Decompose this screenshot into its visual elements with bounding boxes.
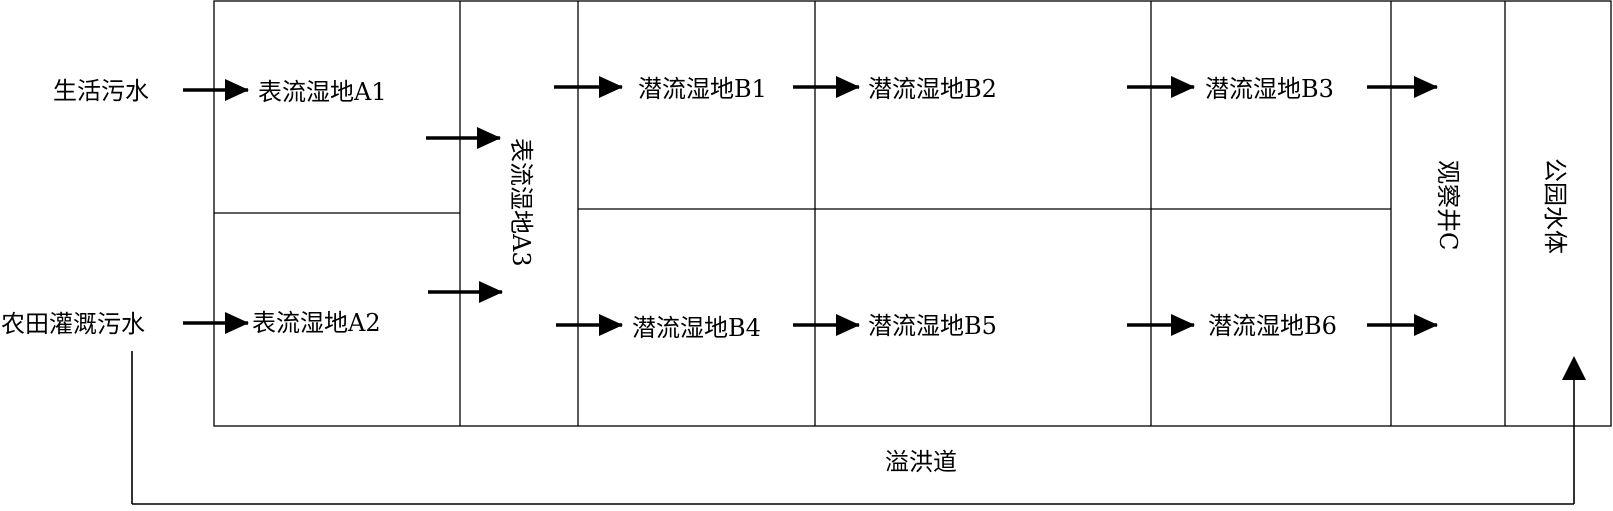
node-b5-label: 潜流湿地B5	[868, 312, 997, 340]
wetland-frame	[213, 0, 1612, 427]
node-b1-label: 潜流湿地B1	[638, 75, 767, 103]
input-domestic-label: 生活污水	[53, 77, 149, 105]
spillway-route	[131, 351, 1586, 504]
node-b6-label: 潜流湿地B6	[1208, 312, 1337, 340]
spillway-label: 溢洪道	[885, 448, 957, 476]
node-b2-label: 潜流湿地B2	[868, 75, 997, 103]
node-a2-label: 表流湿地A2	[252, 309, 381, 337]
flow-arrows	[183, 76, 1438, 336]
node-a3-label: 表流湿地A3	[507, 138, 535, 267]
node-b3-label: 潜流湿地B3	[1205, 75, 1334, 103]
node-park-label: 公园水体	[1541, 158, 1569, 254]
input-farmland-label: 农田灌溉污水	[1, 310, 145, 338]
node-a1-label: 表流湿地A1	[258, 78, 387, 106]
node-b4-label: 潜流湿地B4	[632, 314, 761, 342]
node-c-label: 观察井C	[1434, 160, 1462, 250]
spillway-arrowhead	[1562, 356, 1586, 380]
